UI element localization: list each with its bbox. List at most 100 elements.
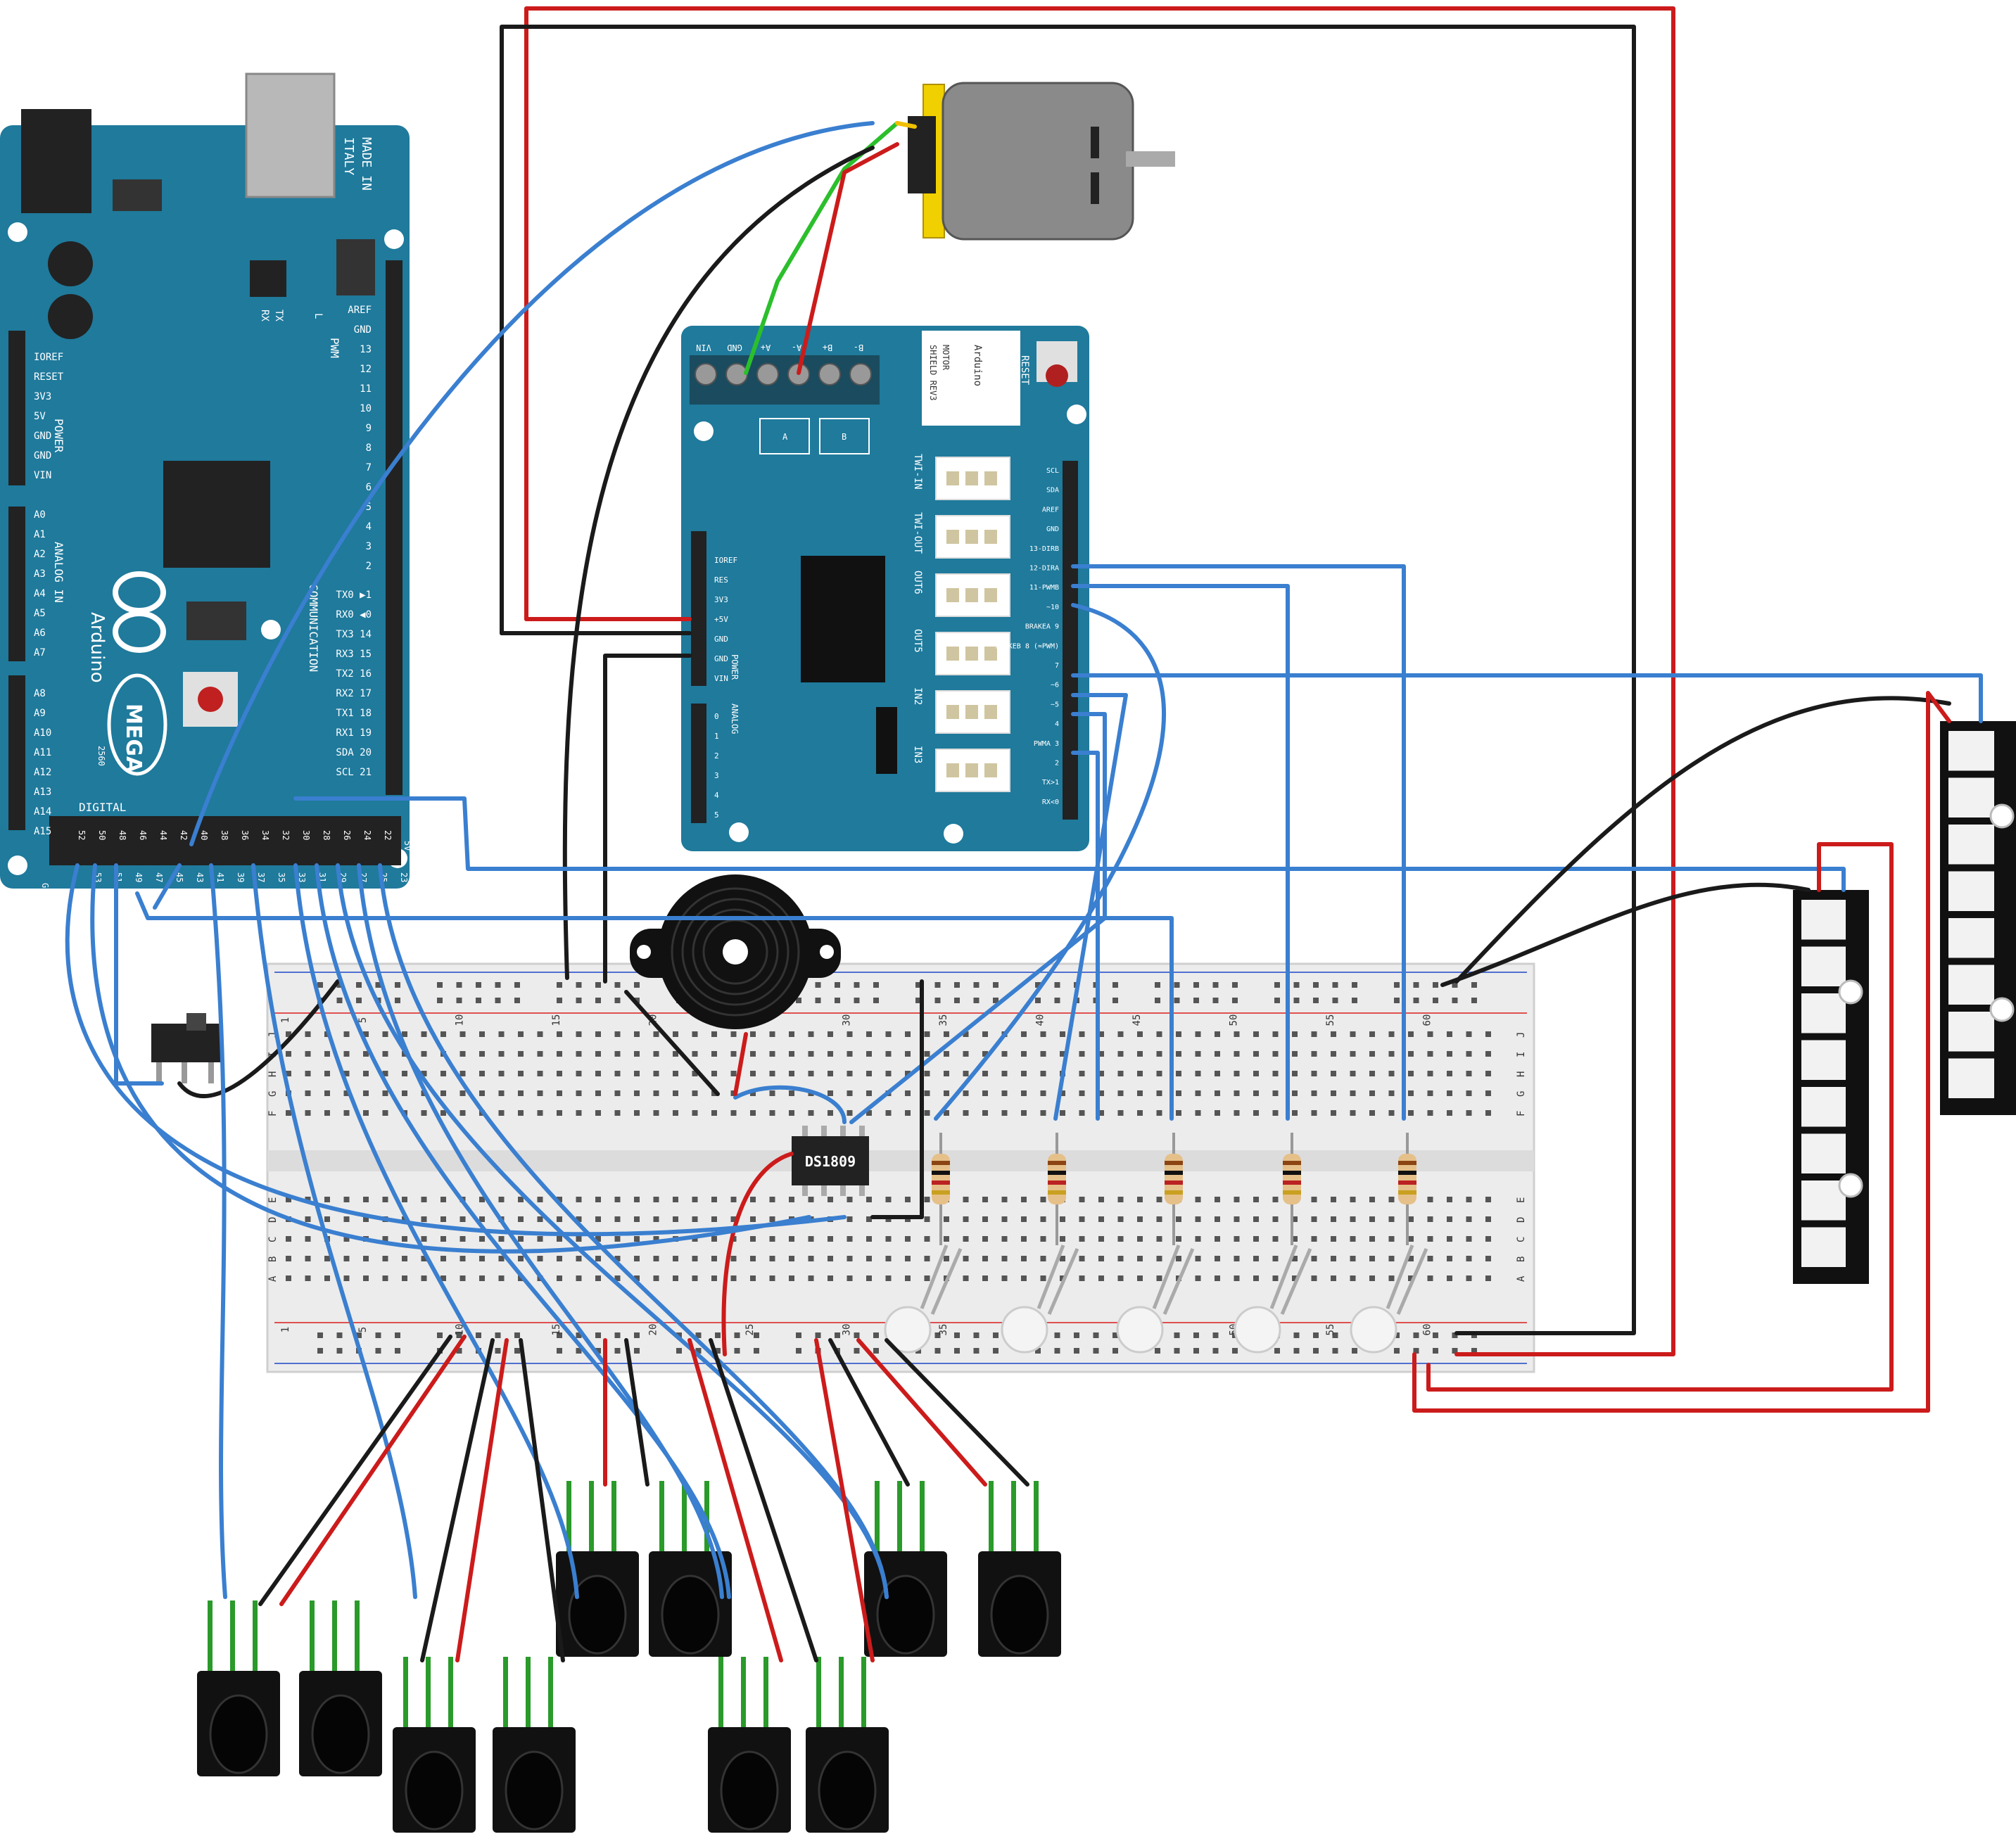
breadboard-holes: [286, 982, 1491, 1354]
hole: [1311, 1110, 1317, 1116]
hole: [634, 1090, 640, 1096]
row-letter: B: [1516, 1256, 1527, 1262]
shield-analog-pin-label: 5: [714, 810, 719, 820]
hole: [789, 1090, 794, 1096]
hole: [1447, 1236, 1452, 1242]
hole: [1388, 1071, 1395, 1076]
analog-pin-label: A4: [34, 588, 46, 599]
hole: [1485, 1236, 1491, 1242]
hole: [1060, 1051, 1065, 1057]
hole: [1427, 1051, 1433, 1057]
rail-hole: [1074, 1348, 1079, 1354]
motor-vent: [1091, 127, 1099, 158]
led-lead: [1036, 1245, 1065, 1309]
chip-pin: [859, 1126, 865, 1136]
hole: [1117, 1236, 1124, 1242]
sensor-ground-wire: [828, 1338, 910, 1487]
hole: [382, 1071, 388, 1076]
hole: [576, 1051, 582, 1057]
hole: [1040, 1071, 1046, 1076]
terminal-label: GND: [727, 343, 742, 352]
tinkerkit-pin: [965, 588, 978, 602]
mounting-hole: [729, 822, 749, 842]
shield-capacitor: [876, 707, 897, 774]
resistor-band: [1398, 1190, 1416, 1195]
hole: [944, 1110, 949, 1116]
hole: [1117, 1216, 1124, 1222]
hole: [479, 1071, 485, 1076]
hole: [1001, 1256, 1008, 1261]
hole: [557, 1071, 562, 1076]
hole: [847, 1110, 853, 1116]
digital-pin-label: 49: [134, 872, 144, 882]
rail-hole: [595, 982, 601, 988]
hole: [1156, 1236, 1162, 1242]
hole: [750, 1275, 756, 1281]
rail-hole: [1433, 982, 1438, 988]
hole: [711, 1090, 717, 1096]
hole: [382, 1110, 388, 1116]
mounting-hole: [8, 222, 27, 242]
row-letter: H: [267, 1071, 279, 1077]
hole: [1253, 1051, 1259, 1057]
shield-pin-label: 13-DIRB: [1029, 545, 1059, 553]
hole: [673, 1275, 678, 1281]
hole: [440, 1216, 446, 1222]
hole: [343, 1110, 350, 1116]
hole: [1234, 1256, 1240, 1261]
resistor-band: [1398, 1171, 1416, 1175]
rail-hole: [1332, 998, 1338, 1003]
digital-pin-label: 22: [383, 830, 393, 840]
hole: [982, 1031, 988, 1037]
pwm-pin-label: 5: [366, 502, 372, 513]
pwm-pin-label: 11: [360, 383, 372, 395]
hole: [1350, 1090, 1356, 1096]
hole: [518, 1051, 524, 1057]
sensor-ground-wire: [624, 1338, 649, 1487]
rail-hole: [1212, 1348, 1219, 1354]
buzzer-hole: [723, 939, 748, 965]
motor-wire-yellow: [895, 121, 917, 129]
rail-hole: [1074, 1332, 1079, 1338]
neopixel-led: [1948, 965, 1994, 1005]
hole: [305, 1256, 311, 1261]
neopixel-led: [1948, 1012, 1994, 1052]
tinkerkit-pin: [984, 705, 997, 719]
hole: [711, 1197, 717, 1202]
hole: [1021, 1090, 1027, 1096]
rail-hole: [854, 1332, 860, 1338]
sensor-lead: [526, 1657, 531, 1727]
hole: [343, 1236, 350, 1242]
analog-pin-label: A12: [34, 767, 51, 778]
hole: [730, 1275, 737, 1281]
sensor-lead: [920, 1481, 925, 1551]
rail-hole: [317, 1348, 323, 1354]
tinkerkit-label: TWI-IN: [912, 454, 923, 490]
shield-pin-label: BRAKEA 9: [1025, 623, 1059, 631]
hole: [1215, 1071, 1220, 1076]
hole: [866, 1090, 872, 1096]
hole: [305, 1051, 311, 1057]
rail-hole: [634, 998, 640, 1003]
rail-hole: [614, 1332, 621, 1338]
hole: [692, 1275, 698, 1281]
column-number-bottom: 15: [551, 1324, 562, 1336]
sensor-lead: [682, 1481, 687, 1551]
hole: [1137, 1216, 1143, 1222]
hole: [1001, 1110, 1008, 1116]
shield-pin-label: TX>1: [1042, 779, 1059, 787]
hole: [1292, 1216, 1298, 1222]
hole: [828, 1110, 833, 1116]
hole: [1350, 1051, 1356, 1057]
hole: [1292, 1256, 1298, 1261]
hole: [885, 1110, 892, 1116]
led-icon: [1001, 1306, 1048, 1354]
rail-hole: [873, 982, 879, 988]
hole: [1176, 1110, 1181, 1116]
hole: [518, 1197, 524, 1202]
shield-analog-label: ANALOG: [730, 704, 740, 734]
digital-pin-label: 30: [301, 830, 311, 840]
l-led-label: L: [312, 313, 324, 319]
rail-hole: [395, 1332, 400, 1338]
hole: [905, 1236, 911, 1242]
